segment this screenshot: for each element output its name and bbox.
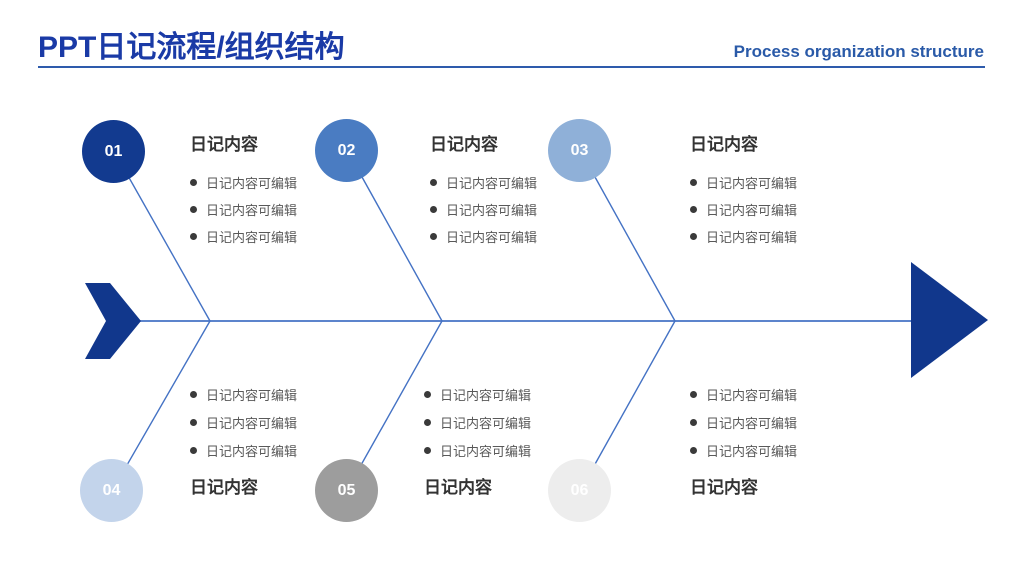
content-group-4: 日记内容可编辑 日记内容可编辑 日记内容可编辑 日记内容 [190, 380, 297, 498]
page-title: PPT日记流程/组织结构 [38, 31, 345, 64]
group-bullet-list: 日记内容可编辑 日记内容可编辑 日记内容可编辑 [690, 380, 797, 464]
chevron-start-icon [85, 283, 141, 359]
bullet-dot-icon [430, 233, 437, 240]
step-circle-05: 05 [315, 459, 378, 522]
bullet-text: 日记内容可编辑 [706, 415, 798, 431]
bullet-text: 日记内容可编辑 [206, 443, 298, 459]
group-heading: 日记内容 [690, 478, 758, 497]
step-circle-01: 01 [82, 120, 145, 183]
title-divider-line [38, 66, 985, 68]
bullet-dot-icon [430, 179, 437, 186]
group-heading: 日记内容 [190, 135, 258, 154]
bullet-text: 日记内容可编辑 [440, 387, 532, 403]
bullet-item: 日记内容可编辑 [690, 169, 797, 196]
step-circle-02: 02 [315, 119, 378, 182]
group-bullet-list: 日记内容可编辑 日记内容可编辑 日记内容可编辑 [190, 169, 297, 250]
content-group-6: 日记内容可编辑 日记内容可编辑 日记内容可编辑 日记内容 [690, 380, 797, 498]
group-bullet-list: 日记内容可编辑 日记内容可编辑 日记内容可编辑 [190, 380, 297, 464]
bullet-dot-icon [690, 179, 697, 186]
bullet-dot-icon [190, 390, 197, 398]
bullet-dot-icon [690, 390, 697, 398]
bullet-dot-icon [690, 446, 697, 454]
branch-line-5 [346, 320, 443, 491]
page-subtitle: Process organization structure [733, 42, 984, 61]
bullet-text: 日记内容可编辑 [206, 387, 298, 403]
bullet-text: 日记内容可编辑 [206, 176, 298, 191]
step-circle-04: 04 [80, 459, 143, 522]
bullet-dot-icon [424, 418, 431, 426]
bullet-dot-icon [190, 179, 197, 186]
content-group-3: 日记内容 日记内容可编辑 日记内容可编辑 日记内容可编辑 [690, 135, 797, 250]
bullet-dot-icon [190, 446, 197, 454]
bullet-dot-icon [190, 233, 197, 240]
branch-line-1 [113, 150, 211, 322]
bullet-item: 日记内容可编辑 [190, 408, 297, 436]
bullet-item: 日记内容可编辑 [424, 408, 531, 436]
step-number: 01 [104, 142, 123, 160]
bullet-item: 日记内容可编辑 [430, 223, 537, 250]
bullet-item: 日记内容可编辑 [690, 196, 797, 223]
bullet-dot-icon [690, 233, 697, 240]
bullet-text: 日记内容可编辑 [706, 230, 798, 245]
content-group-2: 日记内容 日记内容可编辑 日记内容可编辑 日记内容可编辑 [430, 135, 537, 250]
bullet-item: 日记内容可编辑 [690, 380, 797, 408]
bullet-item: 日记内容可编辑 [690, 223, 797, 250]
step-circle-03: 03 [548, 119, 611, 182]
branch-line-2 [346, 149, 443, 322]
content-group-5: 日记内容可编辑 日记内容可编辑 日记内容可编辑 日记内容 [424, 380, 531, 498]
step-number: 06 [570, 481, 589, 499]
bullet-dot-icon [690, 418, 697, 426]
bullet-item: 日记内容可编辑 [424, 380, 531, 408]
bullet-dot-icon [190, 418, 197, 426]
bullet-item: 日记内容可编辑 [190, 169, 297, 196]
bullet-item: 日记内容可编辑 [424, 436, 531, 464]
group-heading: 日记内容 [424, 478, 492, 497]
bullet-text: 日记内容可编辑 [706, 443, 798, 459]
bullet-item: 日记内容可编辑 [690, 408, 797, 436]
step-circle-06: 06 [548, 459, 611, 522]
bullet-text: 日记内容可编辑 [706, 203, 798, 218]
bullet-dot-icon [190, 206, 197, 213]
bullet-dot-icon [690, 206, 697, 213]
bullet-dot-icon [424, 390, 431, 398]
bullet-text: 日记内容可编辑 [706, 387, 798, 403]
step-number: 05 [337, 481, 356, 499]
bullet-dot-icon [424, 446, 431, 454]
bullet-text: 日记内容可编辑 [440, 415, 532, 431]
bullet-item: 日记内容可编辑 [190, 196, 297, 223]
bullet-text: 日记内容可编辑 [440, 443, 532, 459]
group-heading: 日记内容 [690, 135, 758, 154]
bullet-text: 日记内容可编辑 [206, 415, 298, 431]
branch-line-4 [111, 320, 211, 492]
bullet-text: 日记内容可编辑 [446, 203, 538, 218]
bullet-item: 日记内容可编辑 [430, 169, 537, 196]
group-bullet-list: 日记内容可编辑 日记内容可编辑 日记内容可编辑 [424, 380, 531, 464]
step-number: 02 [337, 141, 356, 159]
bullet-item: 日记内容可编辑 [190, 380, 297, 408]
bullet-item: 日记内容可编辑 [430, 196, 537, 223]
arrow-end-icon [911, 262, 988, 378]
bullet-dot-icon [430, 206, 437, 213]
bullet-text: 日记内容可编辑 [206, 203, 298, 218]
bullet-item: 日记内容可编辑 [690, 436, 797, 464]
bullet-text: 日记内容可编辑 [706, 176, 798, 191]
bullet-text: 日记内容可编辑 [206, 230, 298, 245]
step-number: 03 [570, 141, 589, 159]
group-heading: 日记内容 [190, 478, 258, 497]
group-bullet-list: 日记内容可编辑 日记内容可编辑 日记内容可编辑 [430, 169, 537, 250]
bullet-item: 日记内容可编辑 [190, 436, 297, 464]
content-group-1: 日记内容 日记内容可编辑 日记内容可编辑 日记内容可编辑 [190, 135, 297, 250]
group-heading: 日记内容 [430, 135, 498, 154]
bullet-item: 日记内容可编辑 [190, 223, 297, 250]
group-bullet-list: 日记内容可编辑 日记内容可编辑 日记内容可编辑 [690, 169, 797, 250]
step-number: 04 [102, 481, 121, 499]
bullet-text: 日记内容可编辑 [446, 176, 538, 191]
bullet-text: 日记内容可编辑 [446, 230, 538, 245]
branch-line-3 [579, 149, 676, 322]
